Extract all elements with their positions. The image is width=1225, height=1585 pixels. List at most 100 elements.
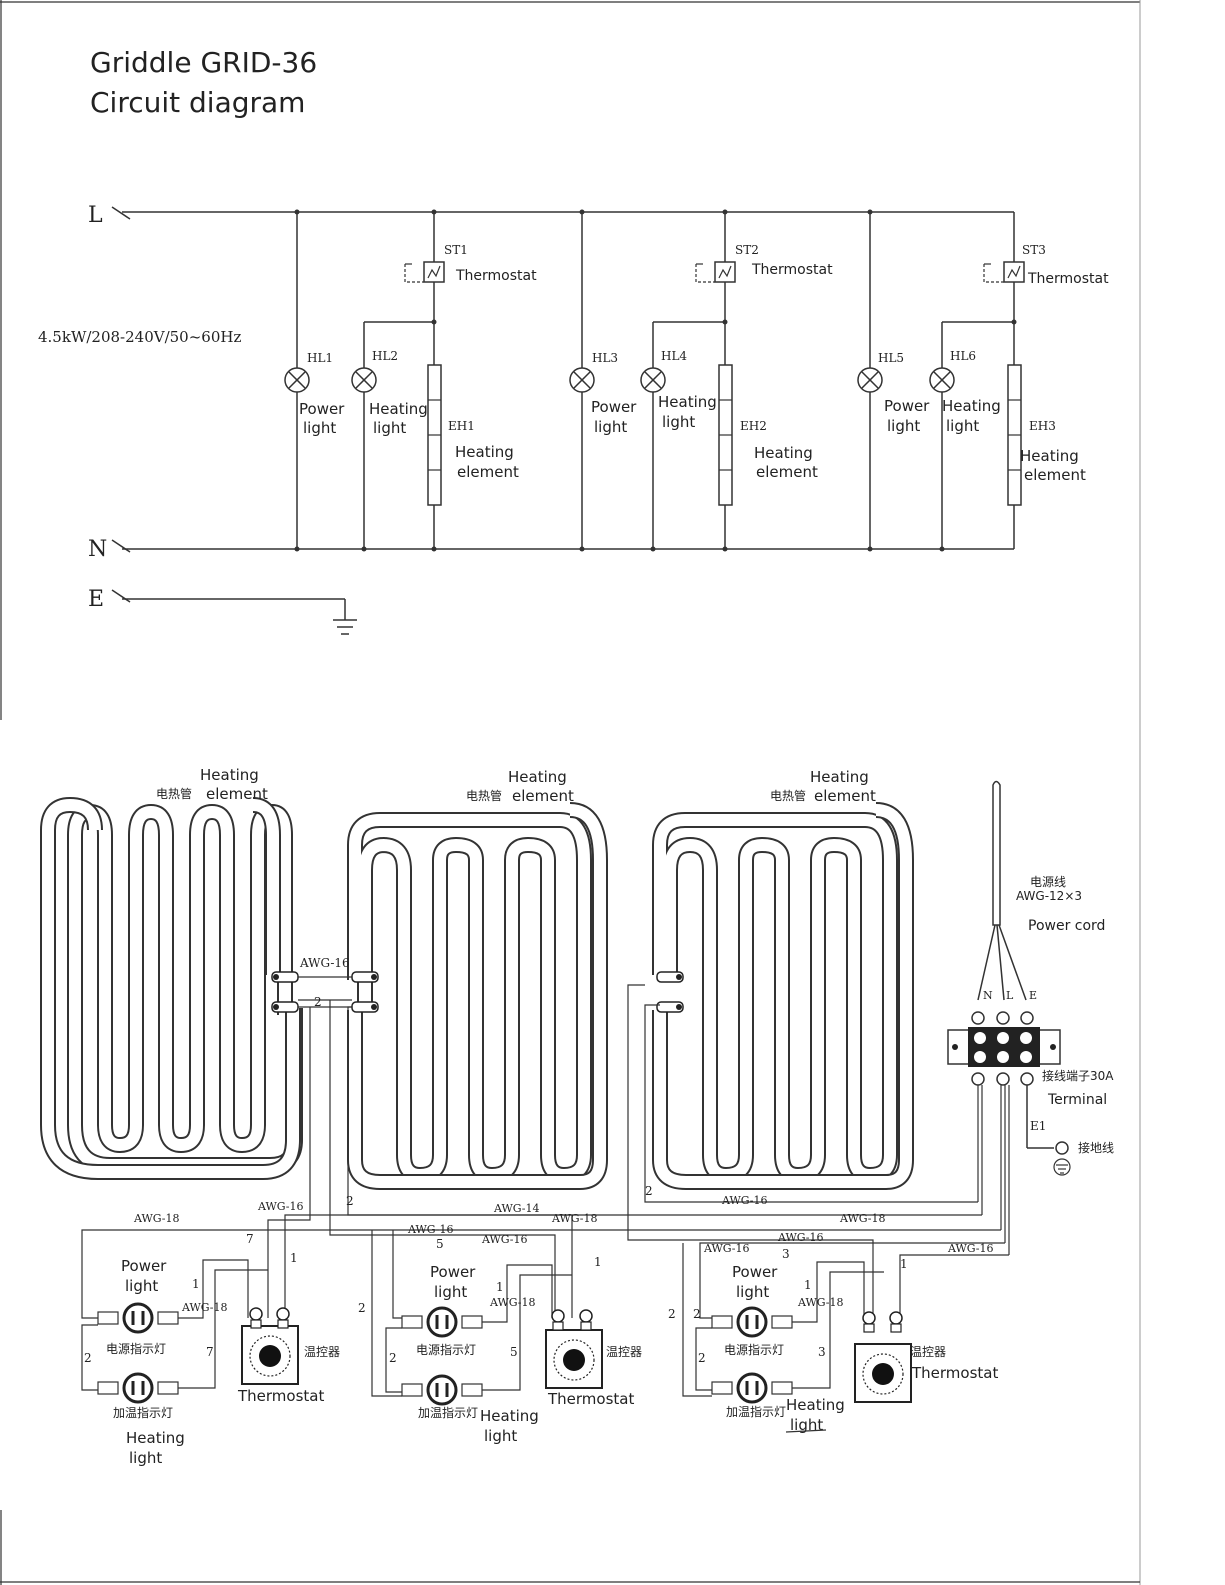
heating-light-label: Heating (786, 1396, 845, 1414)
heating-element-zh: 电热管 (466, 788, 502, 803)
element-terminal-icon (656, 971, 684, 1013)
lead-label-E: E (1029, 989, 1037, 1002)
wire-number: 7 (206, 1345, 214, 1359)
wire-number: 1 (290, 1251, 298, 1265)
heating-element-label: Heating (200, 766, 259, 784)
heating-element-label: element (756, 463, 818, 481)
wire-number: 2 (314, 995, 322, 1009)
thermostat-label: Thermostat (911, 1364, 998, 1382)
control-group-3: Power light 电源指示灯 加温指示灯 Heating light 温控… (682, 1243, 998, 1434)
supply-wires (81, 984, 1010, 1319)
wiring-diagram: 电热管 Heating element 电热管 Heating element (40, 766, 1114, 1467)
wire-label-awg16: AWG-16 (777, 1231, 824, 1244)
wire-number: 2 (645, 1184, 653, 1198)
heating-light-label: light (790, 1416, 823, 1434)
thermostat-zh: 温控器 (304, 1345, 340, 1359)
heating-light-zh: 加温指示灯 (113, 1405, 173, 1420)
power-light-label: Power (430, 1263, 476, 1281)
power-light-zh: 电源指示灯 (106, 1341, 166, 1356)
heating-element-tube-2 (347, 802, 608, 1190)
heating-light-label: light (373, 419, 406, 437)
power-light-label: light (887, 417, 920, 435)
power-light-indicator (711, 1306, 793, 1338)
wire-label-awg18: AWG-18 (551, 1212, 598, 1225)
ground-symbol (333, 619, 357, 635)
thermostat-label: Thermostat (237, 1387, 324, 1405)
heating-light-label: light (946, 417, 979, 435)
title-line-2: Circuit diagram (90, 86, 305, 119)
power-light-label: light (736, 1283, 769, 1301)
lamp-id-HL3: HL3 (592, 351, 618, 365)
rail-N (111, 539, 1014, 553)
wire-number: 1 (804, 1278, 812, 1292)
power-light-label: Power (121, 1257, 167, 1275)
wire-number: 1 (496, 1280, 504, 1294)
thermostat-id-ST3: ST3 (1022, 243, 1046, 257)
heating-element-symbol (1007, 364, 1022, 506)
terminal-block (947, 1011, 1061, 1086)
lead-label-N: N (983, 989, 993, 1002)
heating-element-label: Heating (508, 768, 567, 786)
rail-E (111, 589, 357, 635)
heating-light-indicator (97, 1372, 179, 1404)
schematic: 4.5kW/208-240V/50~60Hz L N E (38, 203, 1109, 635)
lamp-icon (351, 367, 377, 393)
rail-N-label: N (88, 537, 107, 562)
heating-element-label: Heating (810, 768, 869, 786)
heating-element-symbol (427, 364, 442, 506)
thermostat-symbol (695, 261, 736, 283)
lead-label-L: L (1006, 989, 1014, 1002)
lamp-id-HL5: HL5 (878, 351, 904, 365)
heating-element-symbol (718, 364, 733, 506)
wire-label-awg16: AWG-16 (257, 1200, 304, 1213)
power-light-zh: 电源指示灯 (724, 1342, 784, 1357)
wire-label-awg16: AWG-16 (407, 1223, 454, 1236)
wire-number: 5 (436, 1237, 444, 1251)
power-light-indicator (97, 1302, 179, 1334)
power-light-label: Power (884, 397, 930, 415)
wire-number: 3 (782, 1247, 790, 1261)
element-link-wires (298, 976, 352, 1008)
wire-number: 2 (389, 1351, 397, 1365)
heating-light-label: light (484, 1427, 517, 1445)
ground-id: E1 (1030, 1119, 1046, 1133)
wire-number: 3 (818, 1345, 826, 1359)
thermostat-id-ST1: ST1 (444, 243, 468, 257)
power-light-label: Power (591, 398, 637, 416)
heating-light-zh: 加温指示灯 (726, 1404, 786, 1419)
heating-light-indicator (711, 1372, 793, 1404)
heating-element-tube-1 (40, 797, 303, 1180)
power-light-label: light (594, 418, 627, 436)
wire-label-awg16: AWG-16 (947, 1242, 994, 1255)
rating-label: 4.5kW/208-240V/50~60Hz (38, 328, 241, 346)
thermostat-dial-icon (854, 1311, 912, 1403)
wire-number: 2 (698, 1351, 706, 1365)
wire-number: 1 (900, 1257, 908, 1271)
ground-icon (1053, 1158, 1071, 1176)
rail-E-label: E (88, 587, 104, 612)
wire-number: 2 (358, 1301, 366, 1315)
circuit-section-2: HL3 Power light HL4 Heating light (569, 209, 833, 552)
rail-L (111, 206, 1014, 220)
page-frame (0, 0, 1141, 1585)
heating-element-label: Heating (455, 443, 514, 461)
thermostat-label: Thermostat (1027, 271, 1109, 287)
thermostat-label: Thermostat (751, 262, 833, 278)
heating-element-zh: 电热管 (156, 786, 192, 801)
heating-element-label: element (1024, 466, 1086, 484)
wire-number: 2 (668, 1307, 676, 1321)
wire-number: 2 (693, 1307, 701, 1321)
wire-number: 7 (246, 1232, 254, 1246)
wire-label-awg16: AWG-16 (481, 1233, 528, 1246)
wire-label-awg18: AWG-18 (797, 1296, 844, 1309)
thermostat-symbol (404, 261, 445, 283)
heating-element-label: element (512, 787, 574, 805)
thermostat-zh: 温控器 (910, 1345, 946, 1359)
heating-element-label: element (814, 787, 876, 805)
thermostat-label: Thermostat (455, 268, 537, 284)
lamp-id-HL6: HL6 (950, 349, 976, 363)
thermostat-dial-icon (241, 1307, 299, 1385)
power-light-indicator (401, 1306, 483, 1338)
thermostat-id-ST2: ST2 (735, 243, 759, 257)
